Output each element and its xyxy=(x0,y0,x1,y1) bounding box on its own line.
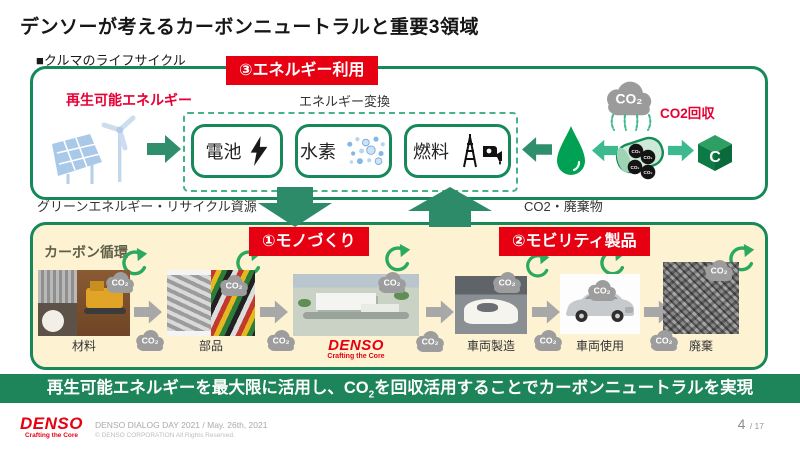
monozukuri-badge: ①モノづくり xyxy=(249,227,369,256)
stage-arrow xyxy=(134,297,162,327)
arrow-energy-to-cycle xyxy=(258,187,332,227)
footer-event: DENSO DIALOG DAY 2021 / May. 26th, 2021 xyxy=(95,420,268,430)
photo-fragment xyxy=(315,292,377,310)
carbon-cube-icon: C xyxy=(698,135,732,171)
co2-capture-filter-icon: CO₂ CO₂ CO₂ CO₂ xyxy=(615,136,665,180)
energy-conversion-group xyxy=(183,112,518,192)
co2-waste-flow-label: CO2・廃棄物 xyxy=(524,199,603,214)
page-current: 4 xyxy=(737,416,746,432)
stage-label-parts: 部品 xyxy=(198,339,223,353)
photo-fragment xyxy=(42,310,64,332)
stage-arrow xyxy=(260,297,288,327)
photo-fragment xyxy=(85,288,123,309)
arrow-renewable-to-conversion xyxy=(147,134,181,164)
co2-emission-cloud xyxy=(597,74,661,118)
stage-arrow xyxy=(532,297,560,327)
denso-logo-text: DENSO xyxy=(328,337,384,354)
fuel-box: 燃料 xyxy=(404,124,511,178)
page-indicator: 4 / 17 xyxy=(738,416,764,434)
co2-cloud xyxy=(582,275,622,303)
battery-label: 電池 xyxy=(205,142,242,162)
energy-use-badge: ③エネルギー利用 xyxy=(226,56,378,85)
co2-capture-arrows xyxy=(610,114,652,131)
photo-fragment xyxy=(38,270,77,303)
stage-arrow xyxy=(426,297,454,327)
photo-fragment xyxy=(89,280,105,292)
banner-text: を回収活用することでカーボンニュートラルを実現 xyxy=(374,379,754,397)
photo-fragment xyxy=(476,302,499,312)
co2-ball-label: CO₂ xyxy=(631,165,640,170)
fuel-icon xyxy=(463,134,502,168)
co2-cloud xyxy=(130,325,170,353)
co2-cloud xyxy=(487,267,527,295)
energy-conversion-label: エネルギー変換 xyxy=(299,94,391,109)
lightning-icon xyxy=(250,136,267,166)
hydrogen-bubbles-icon xyxy=(347,136,385,165)
co2-cloud xyxy=(261,325,301,353)
co2-cloud xyxy=(410,326,450,354)
page-title: デンソーが考えるカーボンニュートラルと重要3領域 xyxy=(20,17,479,38)
green-energy-flow-label: グリーンエネルギー・リサイクル資源 xyxy=(37,199,257,214)
lifecycle-label: ■クルマのライフサイクル xyxy=(36,53,186,68)
arrow-fuel-from-droplet xyxy=(522,136,552,163)
photo-fragment xyxy=(393,291,409,301)
co2-ball-label: CO₂ xyxy=(632,149,641,154)
materials-photo xyxy=(38,270,130,336)
denso-logo-text: DENSO xyxy=(20,414,83,433)
stage-label-disposal: 廃棄 xyxy=(688,339,713,353)
fuel-droplet-icon xyxy=(557,126,585,175)
renewable-energy-label: 再生可能エネルギー xyxy=(66,92,192,108)
co2-cloud xyxy=(100,267,140,295)
co2-cloud xyxy=(372,267,412,295)
footer-copyright: © DENSO CORPORATION All Rights Reserved. xyxy=(95,432,235,439)
summary-banner: 再生可能エネルギーを最大限に活用し、CO2を回収活用することでカーボンニュートラ… xyxy=(0,374,800,403)
co2-cloud xyxy=(699,255,739,283)
co2-cloud xyxy=(644,325,684,353)
banner-sub: 2 xyxy=(368,389,375,401)
photo-fragment xyxy=(84,308,127,315)
mobility-badge: ②モビリティ製品 xyxy=(499,227,650,256)
fuel-label: 燃料 xyxy=(413,142,449,162)
stage-label-vehicle-use: 車両使用 xyxy=(575,339,624,353)
footer-denso-logo: DENSO Crafting the Core xyxy=(20,414,83,439)
solar-wind-icon xyxy=(52,115,136,184)
photo-fragment xyxy=(298,298,311,308)
banner-text: 再生可能エネルギーを最大限に活用し、CO xyxy=(46,379,369,397)
denso-logo-tagline: Crafting the Core xyxy=(24,432,79,439)
battery-box: 電池 xyxy=(191,124,283,178)
arrow-filter-to-carbon xyxy=(668,139,694,162)
stage-label-vehicle-manufacturing: 車両製造 xyxy=(466,339,515,353)
denso-plant-logo: DENSO Crafting the Core xyxy=(293,338,419,360)
carbon-cycle-label: カーボン循環 xyxy=(44,244,128,260)
recycle-arrow-icon xyxy=(524,252,552,280)
co2-cloud xyxy=(214,270,254,298)
co2-cloud xyxy=(528,325,568,353)
stage-label-materials: 材料 xyxy=(71,339,96,353)
denso-logo-tagline: Crafting the Core xyxy=(327,353,385,360)
hydrogen-box: 水素 xyxy=(295,124,392,178)
co2-ball-label: CO₂ xyxy=(644,155,653,160)
co2-capture-label: CO2回収 xyxy=(660,106,715,121)
photo-fragment xyxy=(167,275,211,331)
photo-fragment xyxy=(303,312,409,319)
carbon-cube-label: C xyxy=(709,149,721,166)
co2-ball-label: CO₂ xyxy=(644,170,653,175)
hydrogen-label: 水素 xyxy=(300,142,336,162)
page-total: / 17 xyxy=(749,421,764,431)
arrow-cycle-to-energy xyxy=(408,187,492,227)
